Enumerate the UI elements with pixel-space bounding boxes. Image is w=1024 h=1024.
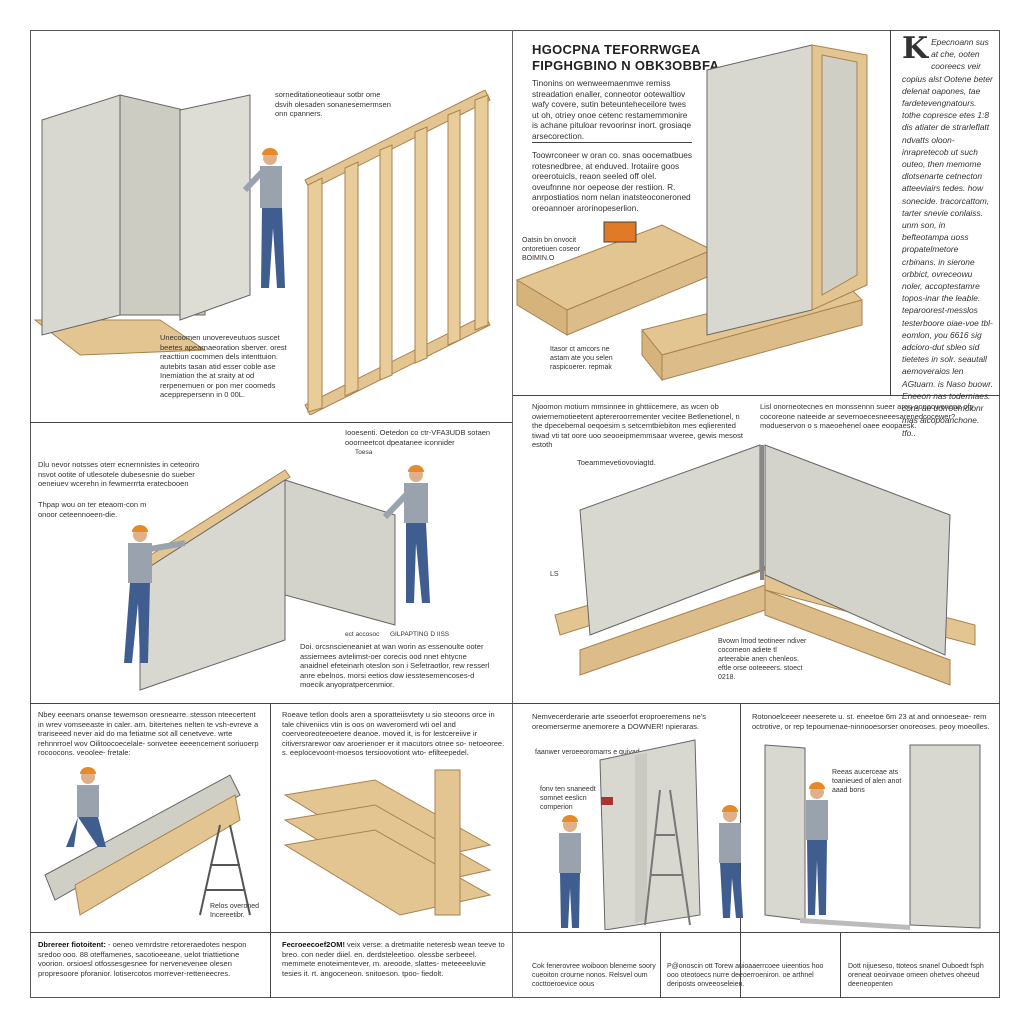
divider: [30, 932, 1000, 933]
step2-paragraph-1: Tinonins on wenweemaenmve remiss streada…: [532, 78, 692, 141]
caption-2-bold: Fecroeecoef2OM!: [282, 940, 345, 949]
step7-callout-left: fonv ten snaneedt somnet eeslicn comperi…: [540, 786, 596, 811]
caption-5: Dott nijueseso, ttoteos snanel Ouboedt f…: [848, 963, 984, 988]
instruction-sheet-frame: [30, 30, 1000, 998]
step5-paragraph: Nbey eeenars onanse tewemson oresnearre.…: [38, 710, 259, 757]
step2-label-2: Itasor ct amcors ne astam ate you selen …: [550, 346, 613, 371]
beam-cutting-illustration: [44, 767, 251, 916]
step3-label-small: Toesa: [355, 449, 373, 456]
step3-left-text-2: Thpap wou on ter eteaom-con m onoor cete…: [38, 500, 147, 519]
step2-heading-line1: HGOCPNA TEFORRWGEA: [532, 42, 701, 57]
step6-paragraph: Roeave tetlon dools aren a sporatteiisvt…: [282, 710, 505, 757]
step7-callout-top: faanwer veroeeoromarrs e quivad: [535, 749, 640, 756]
divider: [890, 30, 891, 395]
caption-2-text: veix verse: a dretmatite neteresb wean t…: [282, 940, 505, 978]
panel-alignment-illustration: [764, 744, 981, 930]
divider: [30, 422, 512, 423]
divider: [512, 395, 1000, 396]
step2-heading-line2: FIPGHGBINO N OBK3OBBFA: [532, 58, 720, 73]
step4-label-left: LS: [550, 571, 559, 578]
step1-callout: sorneditationeotieaur sotbr ome dsvih ol…: [275, 90, 391, 118]
step3-left-text-1: Dlu nevor notsses oterr ecnernnistes in …: [38, 460, 200, 488]
step3-label-bottom-left: ect accosoc: [345, 631, 380, 638]
step2-paragraph-2: Toowrconeer w oran co. snas oocematbues …: [532, 150, 693, 213]
step8-callout: Reeas aucerceae ats toanieued of alen an…: [832, 769, 902, 794]
divider: [30, 703, 1000, 704]
step7-paragraph: Nemvecerderarie arte sseoerfot eroproere…: [532, 712, 707, 731]
drop-cap: K: [902, 31, 929, 66]
step8-paragraph: Rotonoelceeer neeserete u. st. eneetoe 6…: [752, 712, 990, 731]
corner-wall-illustration: [554, 444, 976, 686]
caption-3: Cok fenerovree woiboon bleneme soory cue…: [532, 963, 656, 988]
caption-1-text: - oeneo vemrdstre retoreraedotes nespon …: [38, 940, 247, 978]
step3-label-top: Iooesenti. Oetedon co ctr-VFA3UDB sotaen…: [345, 428, 491, 447]
panel-on-beams-illustration: [515, 44, 868, 382]
sidebar-body: Epecnoann sus at che, ooten cooreecs vei…: [902, 37, 993, 438]
caption-1-bold: Dbrereer fiotoitent:: [38, 940, 106, 949]
divider: [840, 932, 841, 998]
step4-right-paragraph: Lisl onorneotecnes en monssennn sueer ar…: [760, 402, 974, 430]
step4-caption: Bvown lmod teotineer ndiver cocomeon adi…: [718, 638, 807, 681]
panel-installation-illustration: [124, 465, 430, 691]
step4-sub: Toeammevetiovoviagtd.: [577, 458, 656, 467]
step2-label-1: Oatsin bn onvocit ontoretiuen coseor BOI…: [522, 237, 580, 262]
step4-paragraph: Njoomon motiurn mmsinnee in ghttiicemere…: [532, 402, 743, 449]
lumber-stack-illustration: [283, 769, 492, 916]
divider: [270, 703, 271, 998]
divider: [660, 932, 661, 998]
panel-corner-illustration: [33, 94, 285, 356]
panel-fastening-illustration: [559, 739, 743, 930]
step3-label-bottom-right: GILPAPTING D IISS: [390, 631, 450, 638]
step5-label: Relos overoned Incereetibr.: [210, 903, 260, 919]
divider: [512, 30, 513, 998]
divider: [532, 142, 692, 143]
caption-2: Fecroeecoef2OM! veix verse: a dretmatite…: [282, 940, 507, 978]
wall-frame-illustration: [304, 90, 491, 415]
step3-caption: Doi. orcsnscieneaniet at wan worin as es…: [300, 642, 490, 689]
caption-4: P@onoscin ott Torew auioaaerrcoee uieent…: [667, 963, 824, 988]
step1-caption: Unecoomen unovereveutuos suscet beetes a…: [160, 333, 287, 399]
caption-1: Dbrereer fiotoitent: - oeneo vemrdstre r…: [38, 940, 263, 978]
